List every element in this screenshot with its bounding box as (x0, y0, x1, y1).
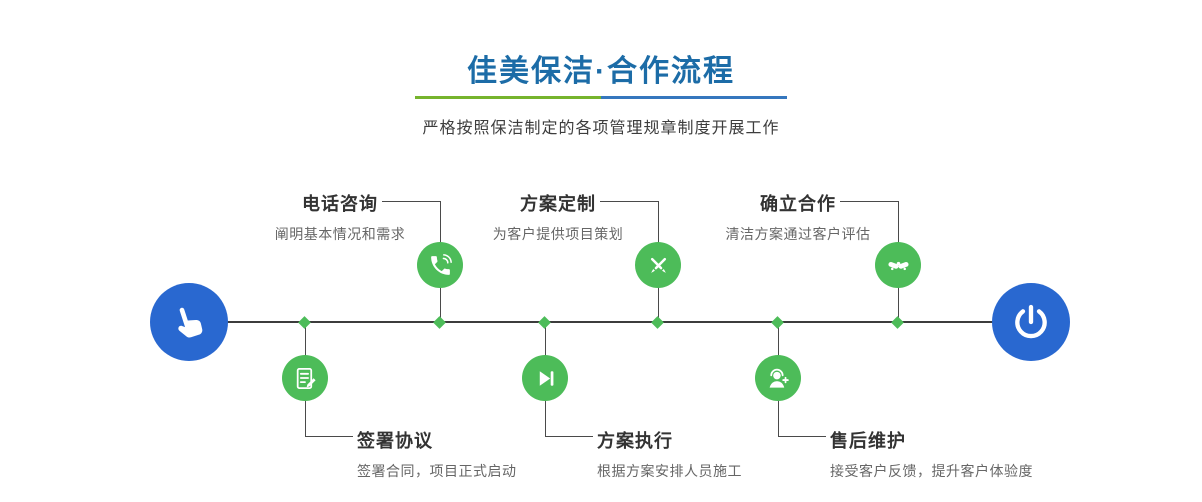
timeline-diamond-marker (651, 316, 664, 329)
step-icon-circle (755, 355, 801, 401)
step-title: 售后维护 (830, 431, 906, 451)
step-connector-line (545, 436, 593, 437)
step-desc: 根据方案安排人员施工 (597, 463, 742, 479)
step-desc: 为客户提供项目策划 (492, 226, 624, 242)
timeline-start-node (150, 283, 228, 361)
page-subtitle: 严格按照保洁制定的各项管理规章制度开展工作 (422, 120, 780, 137)
step-connector-line (778, 436, 826, 437)
headset-icon (769, 368, 789, 388)
step-connector-line (382, 201, 440, 202)
step-desc: 清洁方案通过客户评估 (725, 226, 871, 242)
step-icon-circle (875, 242, 921, 288)
step-connector-line (600, 201, 658, 202)
step-title: 方案执行 (597, 431, 673, 451)
timeline-diamond-marker (891, 316, 904, 329)
pencil-cross-icon (650, 257, 666, 273)
step-title: 签署协议 (357, 431, 433, 451)
step-icon-circle (522, 355, 568, 401)
timeline-diamond-marker (771, 316, 784, 329)
timeline-diamond-marker (433, 316, 446, 329)
step-desc: 接受客户反馈，提升客户体验度 (830, 463, 1033, 479)
handshake-icon (887, 261, 909, 270)
step-icon-circle (635, 242, 681, 288)
step-title: 方案定制 (520, 194, 596, 214)
timeline-diamond-marker (538, 316, 551, 329)
step-icon-circle (417, 242, 463, 288)
step-desc: 签署合同，项目正式启动 (357, 463, 517, 479)
phone-icon (430, 253, 452, 275)
hand-pointer-icon (178, 307, 203, 338)
power-icon (1015, 304, 1047, 339)
step-icon-circle (282, 355, 328, 401)
contract-icon (296, 367, 316, 389)
step-connector-line (840, 201, 898, 202)
title-divider (415, 96, 787, 99)
timeline-line (190, 321, 1030, 323)
page-title: 佳美保洁·合作流程 (467, 55, 735, 88)
step-title: 电话咨询 (302, 194, 378, 214)
step-connector-line (305, 436, 353, 437)
step-title: 确立合作 (760, 194, 836, 214)
step-desc: 阐明基本情况和需求 (274, 226, 406, 242)
play-icon (539, 370, 553, 386)
timeline-end-node (992, 283, 1070, 361)
timeline-diamond-marker (298, 316, 311, 329)
